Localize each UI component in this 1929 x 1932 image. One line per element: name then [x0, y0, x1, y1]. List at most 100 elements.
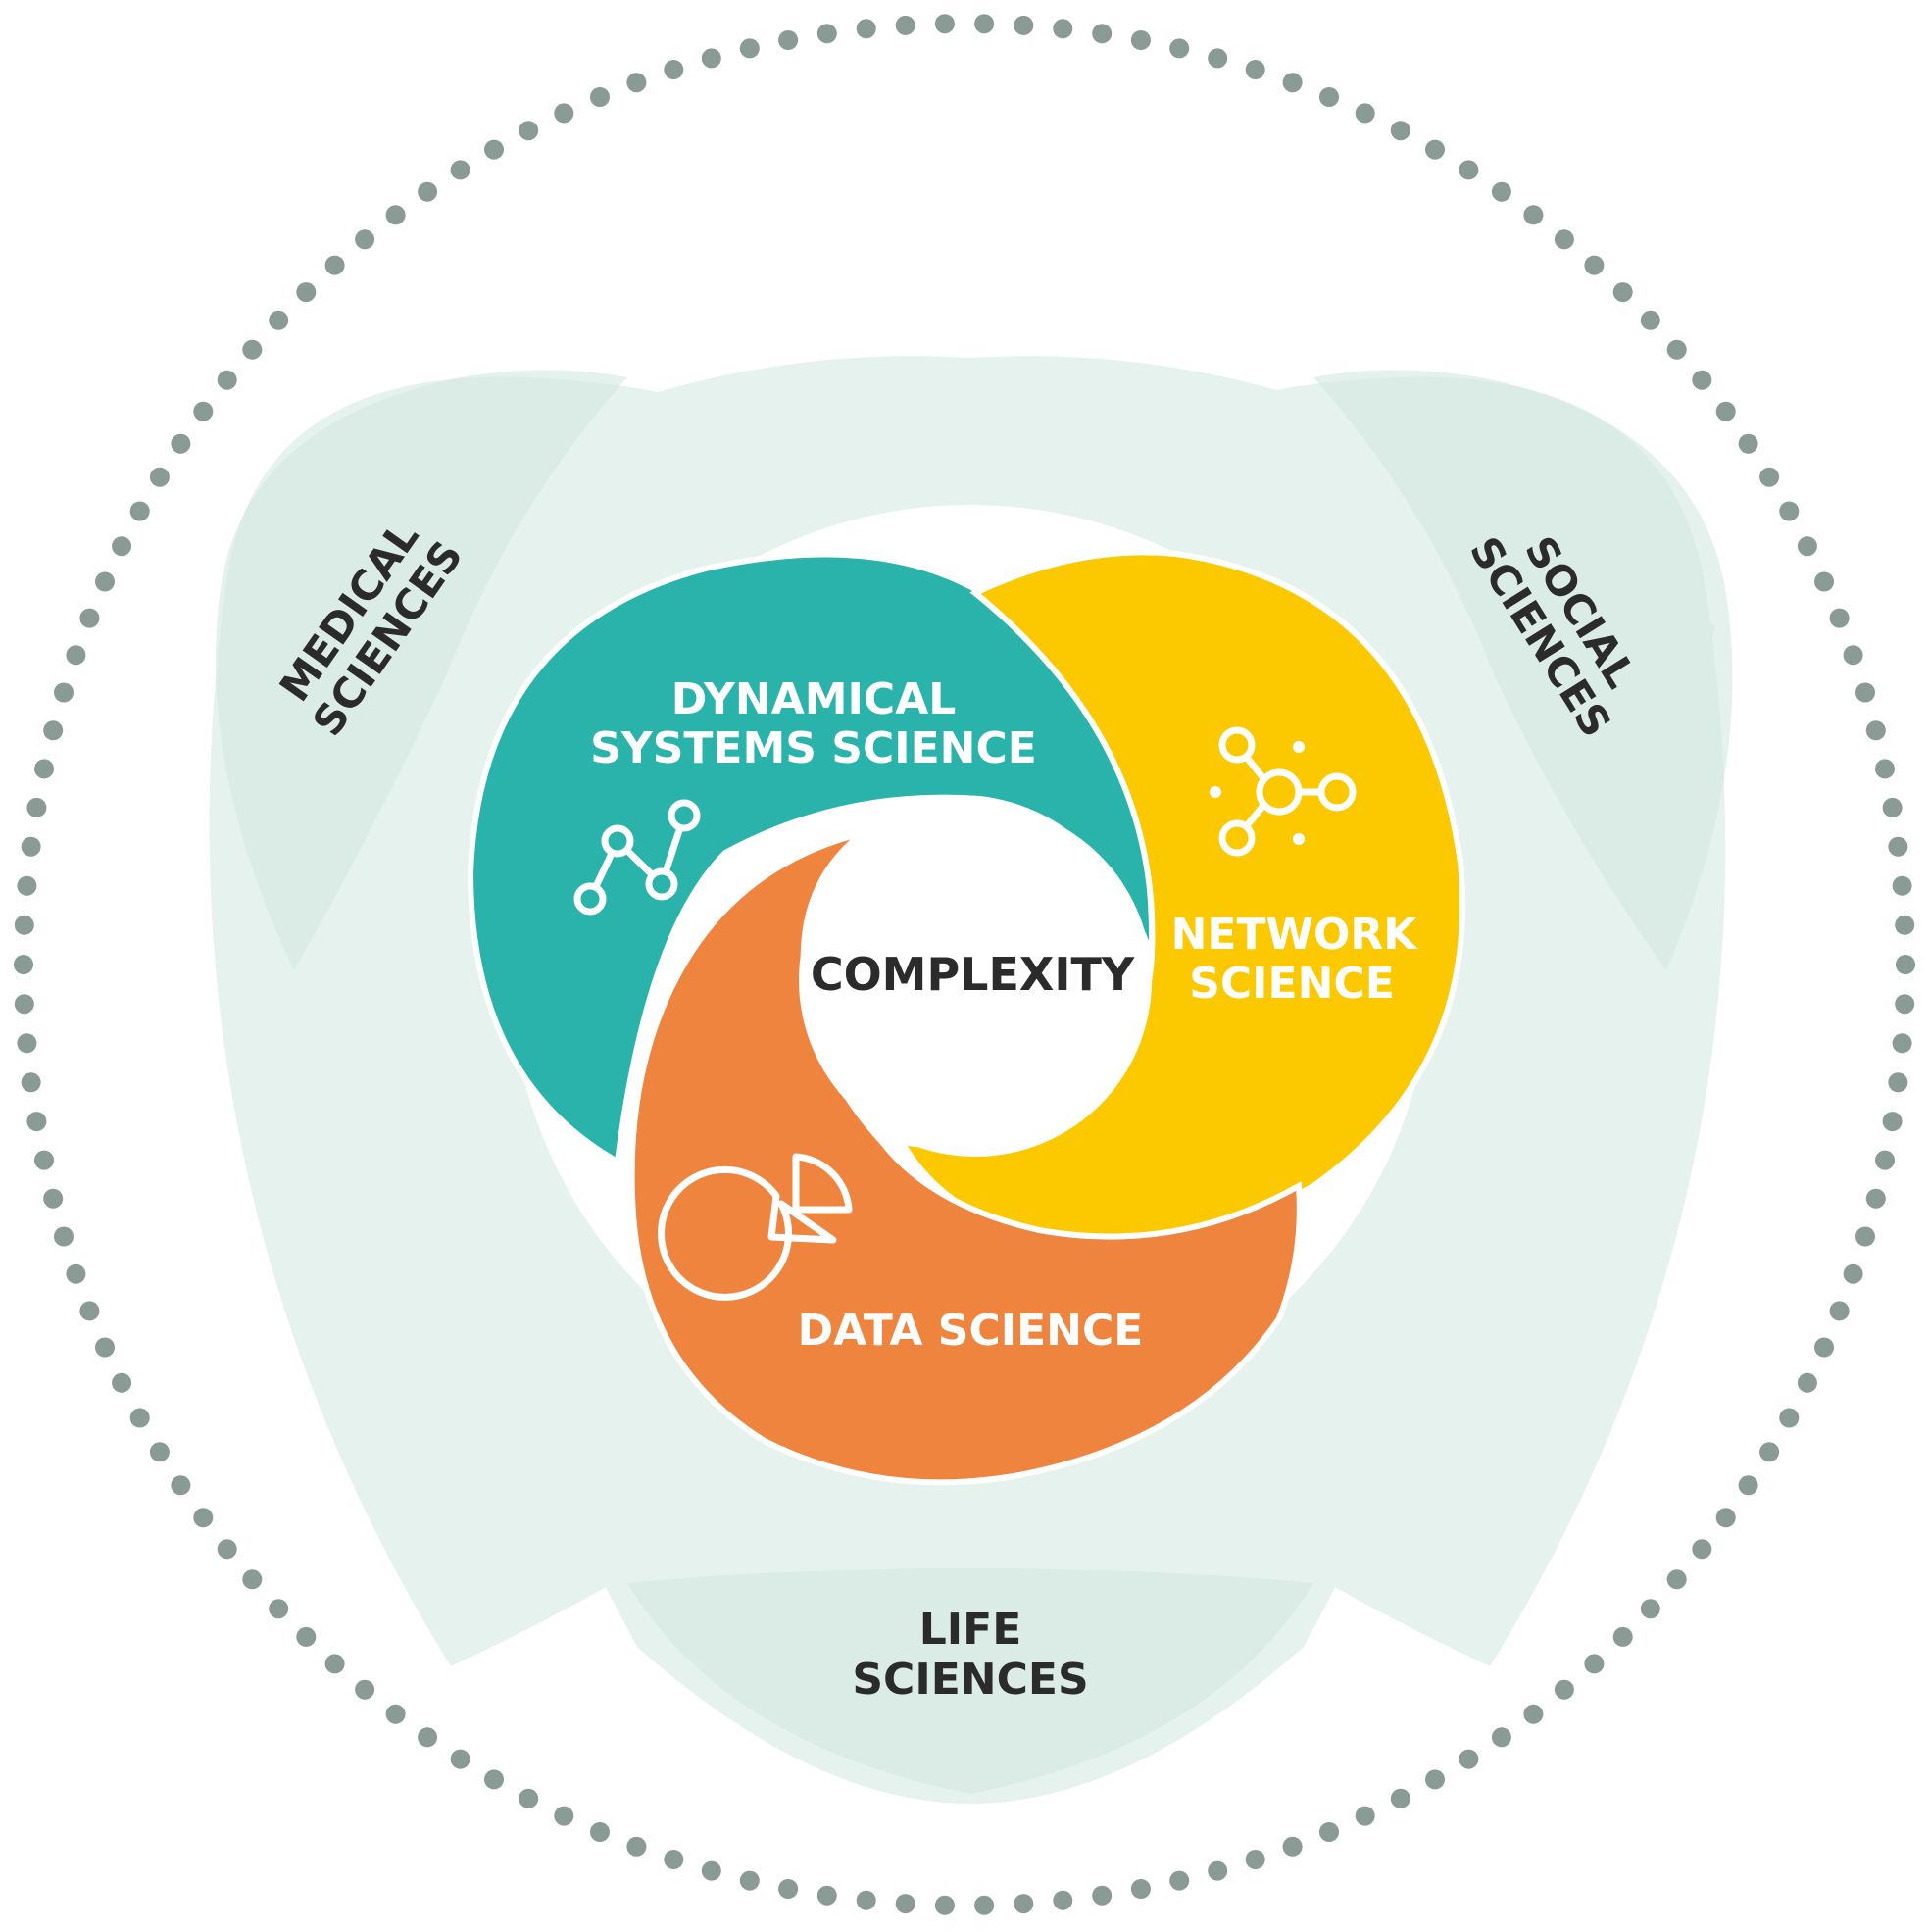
ring-dot	[26, 797, 47, 817]
ring-dot	[14, 994, 34, 1015]
ring-dot	[701, 1860, 721, 1881]
ring-dot	[1523, 1704, 1544, 1724]
ring-dot	[129, 501, 150, 521]
complexity-center-circle	[799, 804, 1152, 1157]
ring-dot	[324, 1654, 345, 1674]
ring-dot	[79, 1301, 100, 1321]
network-nodes-icon	[1210, 726, 1357, 857]
ring-dot	[1459, 160, 1479, 180]
ring-dot	[664, 60, 684, 79]
ring-dot	[34, 1150, 54, 1170]
ring-dot	[26, 1112, 47, 1132]
ring-dot	[1640, 1599, 1660, 1619]
ring-dot	[385, 205, 406, 225]
ring-dot	[739, 1870, 760, 1891]
ring-dot	[450, 1749, 470, 1769]
ring-dot	[149, 467, 170, 487]
ring-dot	[626, 73, 647, 93]
ring-dot	[1491, 1727, 1511, 1748]
ring-dot	[934, 14, 955, 34]
ring-dot	[129, 1408, 150, 1428]
ring-dot	[14, 955, 33, 974]
ring-dot	[1282, 73, 1303, 93]
ring-dot	[193, 1508, 214, 1528]
ring-dot	[217, 370, 237, 390]
social-lobe-tip	[1313, 370, 1733, 970]
ring-dot	[66, 645, 86, 666]
ring-dot	[1855, 1226, 1875, 1247]
ring-dot	[385, 1704, 406, 1724]
ring-dot	[1843, 1263, 1863, 1284]
ring-dot	[816, 1885, 837, 1906]
ring-dot	[112, 536, 132, 557]
ring-dot	[1875, 1150, 1895, 1170]
ring-dot	[1319, 87, 1339, 107]
ring-dot	[974, 1895, 995, 1915]
ring-dot	[1390, 1788, 1410, 1808]
ring-dot	[1459, 1749, 1479, 1769]
life-lobe-tip	[627, 1568, 1313, 1794]
ring-dot	[324, 255, 345, 275]
ring-dot	[1779, 1408, 1800, 1428]
ring-dot	[1014, 15, 1034, 35]
ring-dot	[171, 1475, 191, 1496]
ring-dot	[1759, 467, 1780, 487]
ring-dot	[296, 282, 317, 303]
ring-dot	[112, 1372, 132, 1393]
ring-dot	[1169, 38, 1190, 59]
ring-dot	[269, 310, 289, 330]
ring-dot	[1865, 720, 1886, 741]
ring-dot	[355, 229, 375, 250]
ring-dot	[1130, 30, 1151, 50]
ring-dot	[1355, 1806, 1375, 1826]
ring-dot	[1875, 759, 1895, 779]
ring-dot	[1829, 608, 1850, 628]
ring-dot	[95, 1337, 115, 1358]
ring-dot	[1888, 1072, 1908, 1093]
ring-dot	[1814, 571, 1834, 592]
ring-dot	[34, 759, 54, 779]
ring-dot	[149, 1442, 170, 1462]
line-graph-icon	[573, 799, 701, 916]
ring-dot	[1882, 797, 1903, 817]
ring-dot	[484, 1769, 504, 1790]
ring-dot	[739, 38, 760, 59]
dotted-outer-ring	[14, 14, 1915, 1915]
ring-dot	[1169, 1870, 1190, 1891]
ring-dot	[484, 139, 504, 160]
ring-dot	[242, 1569, 263, 1590]
ring-dot	[418, 1727, 438, 1748]
ring-dot	[1053, 19, 1073, 39]
ring-dot	[217, 1539, 237, 1560]
ring-dot	[450, 160, 470, 180]
ring-dot	[21, 1072, 41, 1093]
ring-dot	[1245, 60, 1265, 79]
ring-dot	[43, 720, 64, 741]
ring-dot	[1053, 1890, 1073, 1910]
ring-dot	[1896, 955, 1915, 974]
ring-dot	[1666, 1569, 1687, 1590]
ring-dot	[1491, 181, 1511, 202]
ring-dot	[14, 915, 34, 935]
ring-dot	[418, 181, 438, 202]
ring-dot	[95, 571, 115, 592]
ring-dot	[1797, 1372, 1817, 1393]
ring-dot	[590, 1822, 610, 1842]
medical-lobe-tip	[216, 370, 627, 970]
ring-dot	[1666, 339, 1687, 360]
ring-dot	[1715, 401, 1736, 421]
ring-dot	[1829, 1301, 1850, 1321]
ring-dot	[193, 401, 214, 421]
ring-dot	[974, 14, 995, 34]
ring-dot	[1797, 536, 1817, 557]
ring-dot	[1779, 501, 1800, 521]
ring-dot	[1584, 1654, 1605, 1674]
ring-dot	[895, 1894, 915, 1914]
complexity-label: COMPLEXITY	[811, 948, 1135, 1001]
ring-dot	[66, 1263, 86, 1284]
ring-dot	[355, 1679, 375, 1700]
ring-dot	[1014, 1894, 1034, 1914]
ring-dot	[554, 103, 574, 124]
